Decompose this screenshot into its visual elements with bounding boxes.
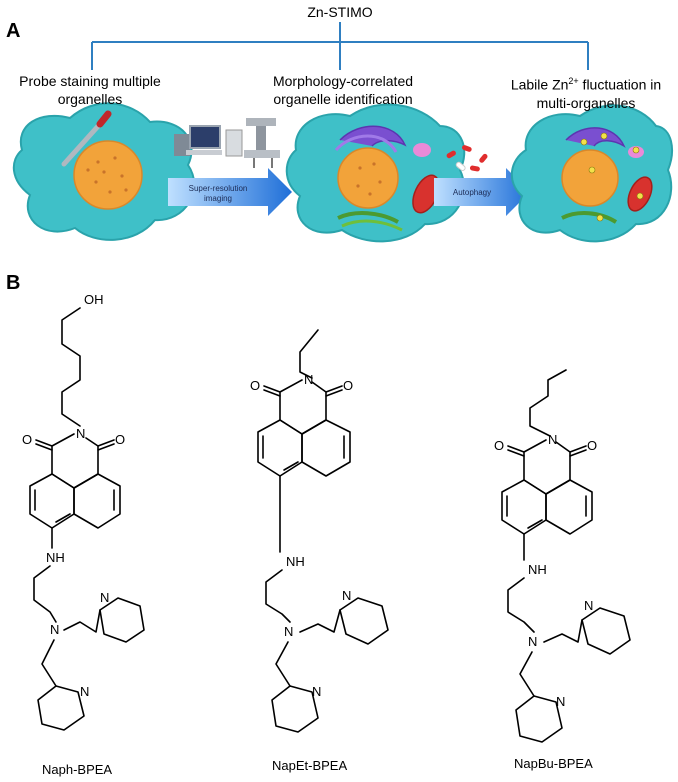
pills-icon: [446, 145, 488, 172]
molecule-napbu-bpea: N O O NH N N N: [494, 369, 631, 743]
arrow-super-resolution: [168, 168, 292, 216]
atom-oh: OH: [84, 292, 104, 307]
panel-a-letter: A: [6, 20, 21, 42]
step-zn-fluctuation: Labile Zn2+ fluctuation in multi-organel…: [494, 72, 678, 112]
arrow-autophagy: [434, 168, 530, 216]
molecule-naph-bpea: OH N O O NH N N N: [22, 292, 145, 731]
atom-n: N: [584, 598, 593, 613]
molecule-name-napet-bpea: NapEt-BPEA: [272, 758, 348, 773]
panel-a-title: Zn-STIMO: [307, 4, 373, 20]
molecule-napet-bpea: N O O NH N N N: [250, 329, 389, 733]
arrow2-label: Autophagy: [452, 188, 492, 197]
atom-n: N: [284, 624, 293, 639]
atom-n: N: [548, 432, 557, 447]
step-organelle-identification: Morphology-correlated organelle identifi…: [272, 73, 414, 107]
cell-organelles: [285, 103, 466, 243]
atom-n: N: [304, 372, 313, 387]
atom-n: N: [312, 684, 321, 699]
step-probe-staining: Probe staining multiple organelles: [19, 73, 161, 107]
atom-n: N: [100, 590, 109, 605]
atom-o: O: [587, 438, 597, 453]
atom-nh: NH: [286, 554, 305, 569]
molecule-name-naph-bpea: Naph-BPEA: [42, 762, 113, 777]
atom-o: O: [115, 432, 125, 447]
atom-n: N: [342, 588, 351, 603]
step3-sup: 2+: [568, 76, 579, 86]
atom-n: N: [556, 694, 565, 709]
atom-n: N: [528, 634, 537, 649]
microscope-icon: [174, 118, 280, 168]
atom-o: O: [494, 438, 504, 453]
cell-zn-fluctuation: [511, 104, 673, 243]
atom-n: N: [80, 684, 89, 699]
atom-o: O: [343, 378, 353, 393]
cell-stained: [12, 102, 196, 241]
atom-n: N: [76, 426, 85, 441]
atom-n: N: [50, 622, 59, 637]
step3-suffix: fluctuation in multi-organelles: [536, 76, 662, 111]
hierarchy-tree: [91, 22, 589, 70]
atom-nh: NH: [46, 550, 65, 565]
atom-o: O: [250, 378, 260, 393]
step3-prefix: Labile Zn: [510, 76, 569, 93]
arrow1-label: Super-resolution imaging: [188, 184, 248, 203]
panel-b-letter: B: [6, 272, 21, 294]
atom-o: O: [22, 432, 32, 447]
molecule-name-napbu-bpea: NapBu-BPEA: [514, 756, 593, 771]
atom-nh: NH: [528, 562, 547, 577]
